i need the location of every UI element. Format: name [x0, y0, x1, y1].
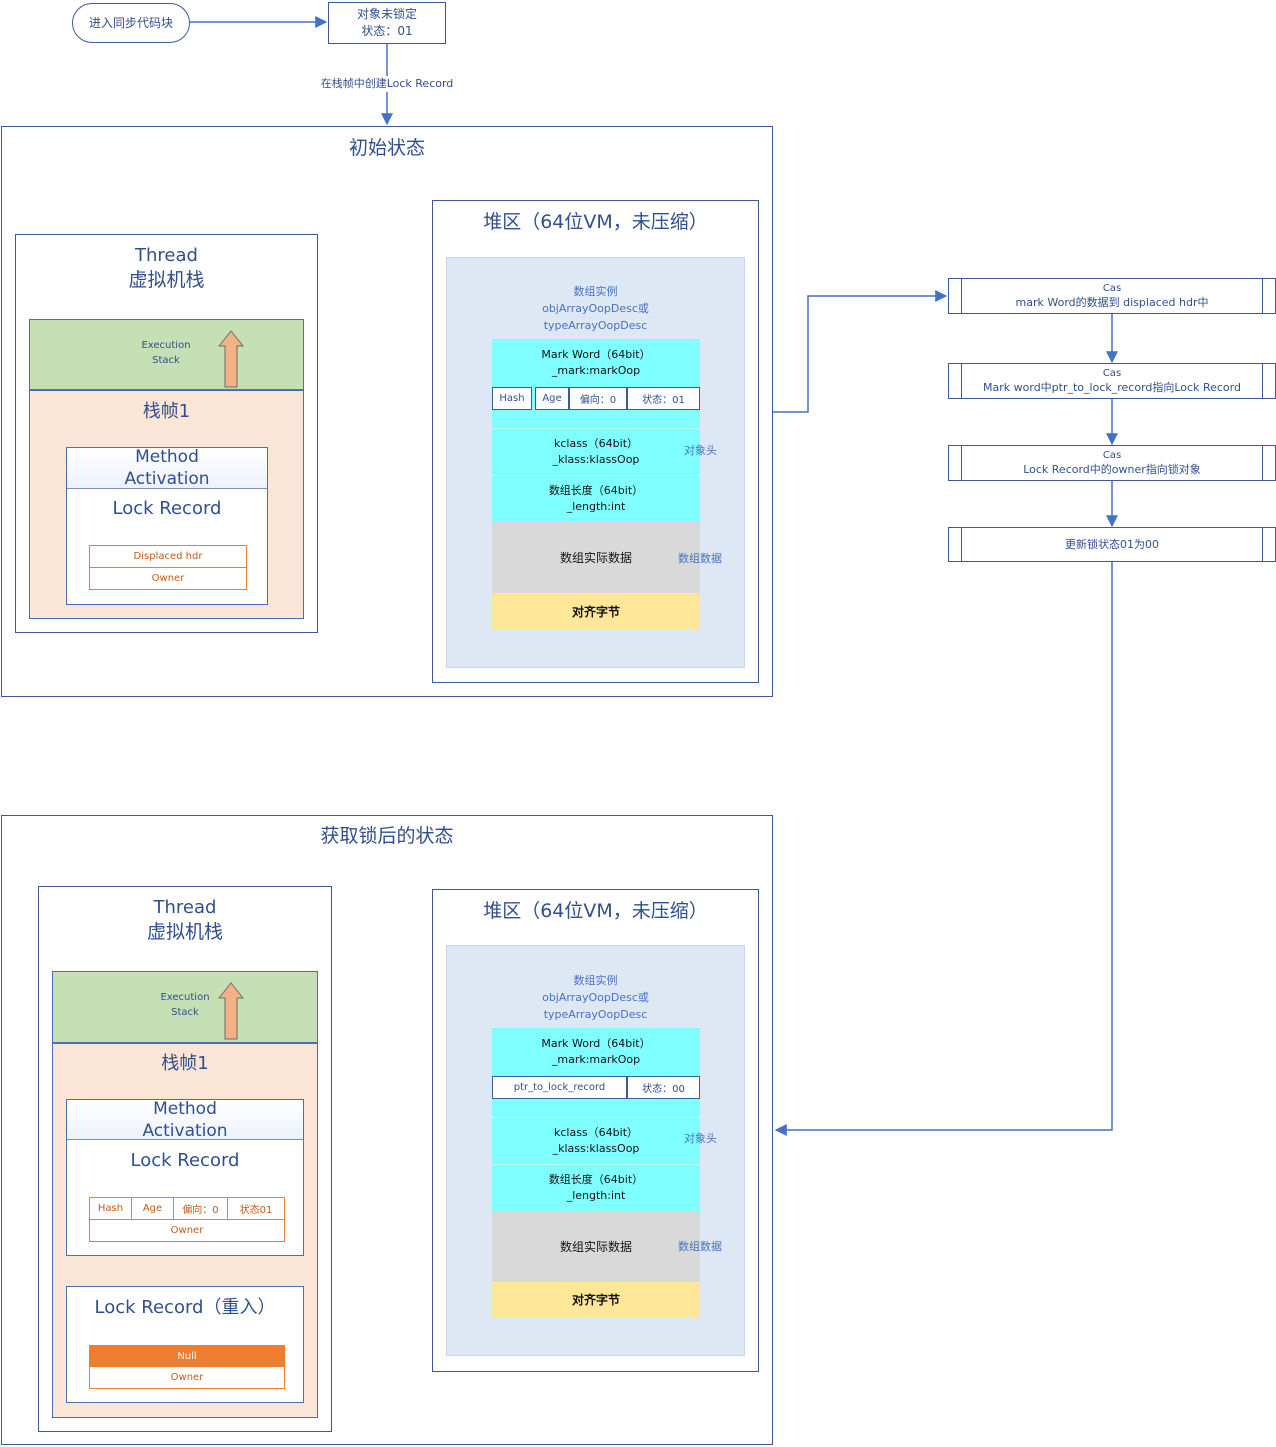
hash-cell-lock-record: Hash [89, 1197, 132, 1220]
start-node: 进入同步代码块 [72, 3, 190, 43]
stack-growth-arrow-icon [218, 982, 244, 1040]
state-cell-bottom: 状态：00 [627, 1076, 700, 1099]
array-data-label-top: 数组数据 [678, 552, 722, 565]
displaced-hdr-cell: Displaced hdr [89, 545, 247, 568]
state-cell-top: 状态：01 [627, 387, 700, 410]
unlocked-node: 对象未锁定 状态：01 [328, 2, 446, 44]
step-cas-ptr: Cas Mark word中ptr_to_lock_record指向Lock R… [948, 363, 1276, 399]
lock-record-reentry-title: Lock Record（重入） [94, 1297, 276, 1318]
array-data-bottom: 数组实际数据 [492, 1211, 700, 1282]
start-label: 进入同步代码块 [88, 16, 173, 30]
method-activation-header: Method Activation [67, 447, 267, 489]
owner-cell-reentry: Owner [89, 1366, 285, 1389]
unlocked-line2: 状态：01 [361, 24, 413, 38]
step-update-state: 更新锁状态01为00 [948, 527, 1276, 562]
acquired-state-title: 获取锁后的状态 [320, 825, 454, 847]
lock-record-title: Lock Record [112, 498, 222, 519]
array-length-top: 数组长度（64bit） _length:int [492, 475, 700, 522]
kclass-top: kclass（64bit） _klass:klassOop [492, 428, 700, 475]
execution-stack-acquired [52, 971, 318, 1043]
ptr-to-lock-record-cell: ptr_to_lock_record [492, 1076, 627, 1099]
execution-stack-label: Execution Stack [141, 340, 191, 366]
array-data-label-bottom: 数组数据 [678, 1240, 722, 1253]
age-cell-top: Age [535, 387, 569, 410]
step-cas-displaced: Cas mark Word的数据到 displaced hdr中 [948, 278, 1276, 314]
stack-frame-title-acquired: 栈帧1 [161, 1053, 209, 1074]
object-header-label-bottom: 对象头 [684, 1132, 717, 1145]
array-data-top: 数组实际数据 [492, 522, 700, 593]
padding-bottom: 对齐字节 [492, 1282, 700, 1317]
initial-state-title: 初始状态 [348, 137, 425, 159]
step-cas-owner: Cas Lock Record中的owner指向锁对象 [948, 445, 1276, 481]
array-length-bottom: 数组长度（64bit） _length:int [492, 1164, 700, 1211]
thread-title-acquired: Thread 虚拟机栈 [146, 897, 223, 943]
array-instance-label-top: 数组实例 objArrayOopDesc或 typeArrayOopDesc [542, 285, 649, 332]
arrow-steps-to-acquired [774, 562, 1113, 1136]
kclass-bottom: kclass（64bit） _klass:klassOop [492, 1117, 700, 1164]
stack-frame-title: 栈帧1 [142, 401, 191, 422]
stack-growth-arrow-icon [218, 330, 244, 388]
lock-record-title-acquired: Lock Record [130, 1150, 240, 1171]
unlocked-line1: 对象未锁定 [356, 7, 417, 21]
null-cell: Null [89, 1345, 285, 1367]
age-cell-lock-record: Age [131, 1197, 174, 1220]
owner-cell-acquired: Owner [89, 1219, 285, 1242]
create-lock-record-label: 在栈帧中创建Lock Record [300, 76, 474, 92]
execution-stack-label-acquired: Execution Stack [160, 992, 210, 1018]
method-activation-header-acquired: Method Activation [67, 1099, 303, 1141]
mark-word-bottom: Mark Word（64bit） _mark:markOop [492, 1028, 700, 1075]
heap-title-top: 堆区（64位VM，未压缩） [483, 211, 708, 233]
state-cell-lock-record: 状态01 [227, 1197, 285, 1220]
array-instance-label-bottom: 数组实例 objArrayOopDesc或 typeArrayOopDesc [542, 974, 649, 1021]
thread-title: Thread 虚拟机栈 [128, 245, 205, 291]
arrow-initial-to-steps [773, 290, 948, 413]
execution-stack [29, 319, 304, 390]
mark-word-top: Mark Word（64bit） _mark:markOop [492, 339, 700, 386]
padding-top: 对齐字节 [492, 593, 700, 629]
heap-title-bottom: 堆区（64位VM，未压缩） [483, 900, 708, 922]
hash-cell-top: Hash [492, 387, 532, 410]
object-header-label-top: 对象头 [684, 444, 717, 457]
bias-cell-top: 偏向：0 [569, 387, 627, 410]
owner-cell: Owner [89, 567, 247, 590]
bias-cell-lock-record: 偏向：0 [173, 1197, 228, 1220]
